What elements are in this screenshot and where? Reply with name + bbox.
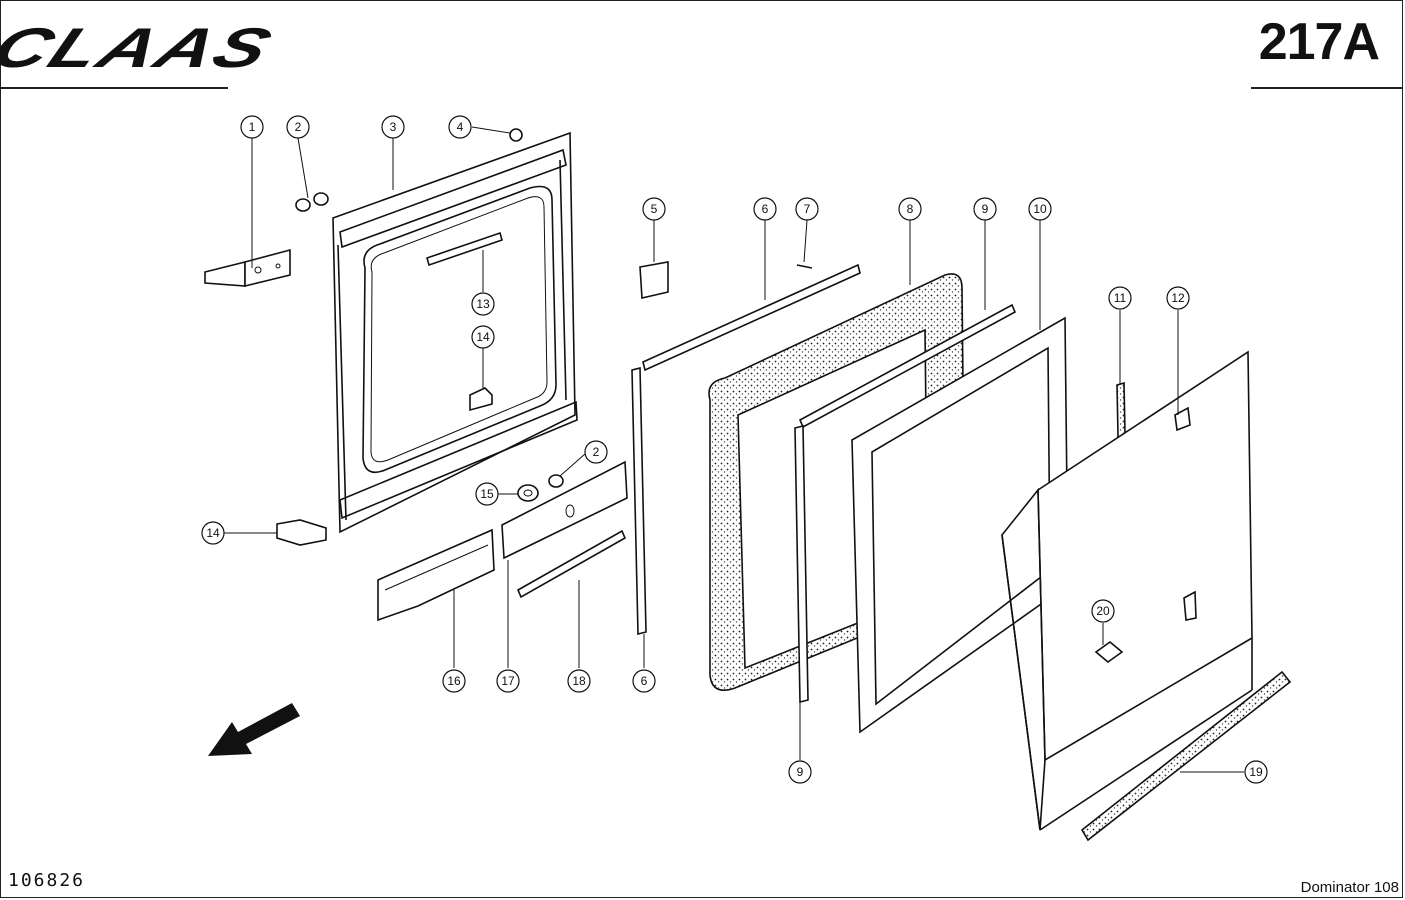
svg-text:19: 19 (1249, 765, 1263, 779)
callout-20: 20 (1091, 599, 1115, 623)
svg-text:3: 3 (390, 120, 397, 134)
svg-text:10: 10 (1033, 202, 1047, 216)
svg-text:5: 5 (651, 202, 658, 216)
callout-5: 5 (642, 197, 666, 221)
svg-text:20: 20 (1096, 604, 1110, 618)
callout-13: 13 (471, 292, 495, 316)
part-nut-2-lower (548, 474, 564, 488)
part-strip-6-top (642, 263, 861, 372)
part-seal-18 (516, 529, 627, 599)
svg-text:17: 17 (501, 674, 515, 688)
svg-text:14: 14 (206, 526, 220, 540)
part-screw-7 (796, 264, 813, 269)
callout-14-lower: 14 (201, 521, 225, 545)
callout-10: 10 (1028, 197, 1052, 221)
callout-17: 17 (496, 669, 520, 693)
callout-2-lower: 2 (584, 440, 608, 464)
callout-2: 2 (286, 115, 310, 139)
page-number: 217A (1258, 13, 1380, 71)
part-grommet-15 (517, 484, 539, 502)
callout-4: 4 (448, 115, 472, 139)
callout-7: 7 (795, 197, 819, 221)
drawing-number: 106826 (8, 870, 86, 891)
svg-text:9: 9 (982, 202, 989, 216)
part-strip-9-top (798, 303, 1017, 429)
part-rail-19 (1080, 670, 1292, 842)
part-cover-17 (501, 460, 628, 560)
svg-text:12: 12 (1171, 291, 1185, 305)
svg-text:16: 16 (447, 674, 461, 688)
svg-text:8: 8 (907, 202, 914, 216)
svg-text:6: 6 (641, 674, 648, 688)
callout-1: 1 (240, 115, 264, 139)
part-hood-12 (1001, 350, 1253, 831)
svg-text:7: 7 (804, 202, 811, 216)
part-bracket-1 (204, 248, 291, 288)
part-nut-2 (295, 192, 329, 212)
callout-18: 18 (567, 669, 591, 693)
part-door-panel-3 (332, 131, 578, 534)
part-nut-4 (509, 128, 523, 142)
part-strip-9-vertical (794, 424, 809, 704)
svg-text:2: 2 (295, 120, 302, 134)
part-clip-14-upper (469, 387, 493, 412)
callout-9: 9 (973, 197, 997, 221)
callout-9-lower: 9 (788, 760, 812, 784)
callout-3: 3 (381, 115, 405, 139)
svg-text:4: 4 (457, 120, 464, 134)
part-clip-14-lower (276, 519, 327, 546)
callout-6-lower: 6 (632, 669, 656, 693)
svg-text:1: 1 (249, 120, 256, 134)
part-strip-13 (426, 231, 503, 267)
svg-text:14: 14 (476, 330, 490, 344)
svg-text:11: 11 (1114, 291, 1127, 305)
callout-14-upper: 14 (471, 325, 495, 349)
callout-8: 8 (898, 197, 922, 221)
callout-12: 12 (1166, 286, 1190, 310)
callout-16: 16 (442, 669, 466, 693)
svg-text:18: 18 (572, 674, 586, 688)
arrow-down-left-icon (208, 703, 300, 756)
svg-text:13: 13 (476, 297, 490, 311)
callout-11: 11 (1108, 286, 1132, 310)
part-plate-5 (639, 261, 669, 299)
model-name: Dominator 108 (1300, 879, 1399, 896)
header-rule-left (0, 87, 228, 89)
callout-6: 6 (753, 197, 777, 221)
part-block-20 (1094, 640, 1124, 664)
part-strip-6-vertical (631, 366, 647, 636)
svg-text:9: 9 (797, 765, 804, 779)
leader-lines (224, 126, 1244, 773)
svg-text:2: 2 (593, 445, 600, 459)
svg-text:6: 6 (762, 202, 769, 216)
callout-19: 19 (1244, 760, 1268, 784)
svg-text:15: 15 (480, 487, 494, 501)
callout-15: 15 (475, 482, 499, 506)
part-plate-16 (377, 528, 495, 622)
header-rule-right (1251, 87, 1403, 89)
